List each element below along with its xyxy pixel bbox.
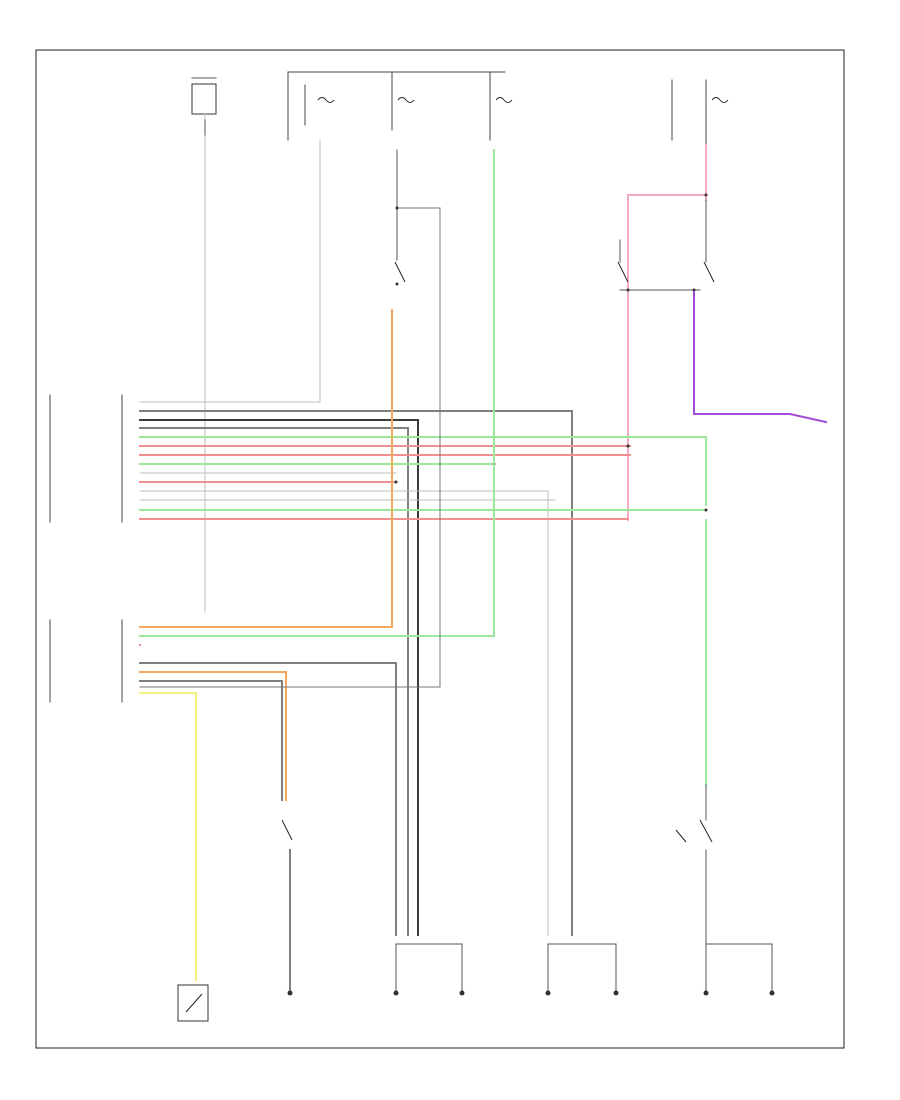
lower-connector — [49, 619, 123, 703]
center-switch-blade — [394, 261, 406, 283]
fuse-symbol-1 — [317, 97, 335, 103]
left-relay-box — [191, 83, 217, 115]
fuse-symbol-4 — [711, 97, 729, 103]
orange-wire — [139, 309, 393, 628]
lower-right-switch — [675, 784, 713, 991]
ground-icon — [703, 990, 709, 996]
fuse-symbol-3 — [495, 97, 513, 103]
green-vertical-wire — [139, 149, 495, 637]
sensor-component — [177, 984, 209, 1022]
center-switch — [394, 149, 441, 421]
lower-left-switch — [281, 819, 293, 991]
diagram-frame — [35, 49, 845, 1049]
purple-wire — [693, 291, 828, 424]
ground-icon — [545, 990, 551, 996]
right-upper-switch — [617, 144, 715, 521]
lower-harness — [139, 419, 441, 981]
fuse-symbol-2 — [397, 97, 415, 103]
ground-points — [287, 990, 775, 996]
ground-icon — [287, 990, 293, 996]
upper-connector — [49, 394, 123, 523]
ground-icon — [613, 990, 619, 996]
ground-icon — [769, 990, 775, 996]
ground-icon — [459, 990, 465, 996]
upper-harness — [139, 139, 708, 936]
bottom-splices — [395, 943, 773, 991]
ground-icon — [393, 990, 399, 996]
top-fuse-section — [191, 71, 729, 613]
right-switch-blade — [703, 261, 715, 283]
